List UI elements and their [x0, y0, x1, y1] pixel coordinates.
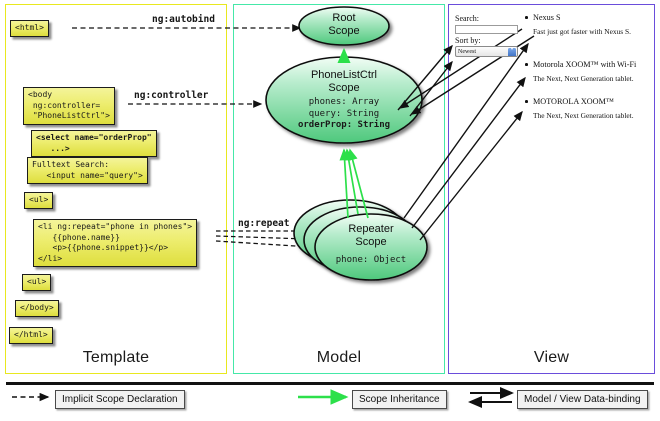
view-item-name: Motorola XOOM™ with Wi-Fi [533, 60, 637, 69]
code-box-ul-open[interactable]: <ul> [24, 192, 54, 209]
list-bullet-icon [525, 16, 528, 19]
search-input[interactable] [455, 25, 518, 34]
view-item-snippet: Fast just got faster with Nexus S. [533, 27, 631, 36]
view-item-snippet: The Next, Next Generation tablet. [533, 111, 634, 120]
view-search-label: Search: [455, 14, 479, 23]
legend: Implicit Scope Declaration Scope Inherit… [0, 380, 660, 421]
view-item-name: Nexus S [533, 13, 561, 22]
view-sort-label: Sort by: [455, 36, 481, 45]
code-box-select[interactable]: <select name="orderProp" ...> [31, 130, 157, 158]
code-box-body-open[interactable]: <body ng:controller= "PhoneListCtrl"> [23, 87, 115, 125]
sort-by-selected-value: Newest [458, 49, 476, 55]
code-box-body-close[interactable]: </body> [15, 300, 59, 317]
code-box-fulltext[interactable]: Fulltext Search: <input name="query"> [27, 157, 148, 185]
panel-model-title: Model [316, 349, 362, 366]
label-ng-controller: ng:controller [134, 90, 209, 101]
chevron-down-icon: ▾ [508, 47, 516, 56]
legend-divider [6, 382, 654, 385]
panel-model: Model [233, 4, 445, 374]
list-bullet-icon [525, 100, 528, 103]
list-bullet-icon [525, 63, 528, 66]
label-ng-autobind: ng:autobind [152, 14, 215, 25]
legend-item-model-view-data-binding: Model / View Data-binding [517, 390, 648, 409]
code-box-html-close[interactable]: </html> [9, 327, 53, 344]
sort-by-select[interactable]: Newest ▾ [455, 46, 518, 57]
view-list-item: MOTOROLA XOOM™ The Next, Next Generation… [525, 97, 660, 120]
view-list-item: Nexus S Fast just got faster with Nexus … [525, 13, 660, 36]
legend-item-scope-inheritance: Scope Inheritance [352, 390, 447, 409]
code-box-ul-close[interactable]: <ul> [22, 274, 52, 291]
code-box-html-open[interactable]: <html> [10, 20, 49, 37]
view-item-name: MOTOROLA XOOM™ [533, 97, 614, 106]
label-ng-repeat: ng:repeat [238, 218, 290, 229]
panel-view-title: View [533, 349, 570, 366]
view-item-snippet: The Next, Next Generation tablet. [533, 74, 634, 83]
view-list-item: Motorola XOOM™ with Wi-Fi The Next, Next… [525, 60, 660, 83]
legend-item-implicit-scope-declaration: Implicit Scope Declaration [55, 390, 185, 409]
code-box-li-repeat[interactable]: <li ng:repeat="phone in phones"> {{phone… [33, 219, 198, 268]
panel-template: Template [5, 4, 227, 374]
panel-template-title: Template [82, 349, 150, 366]
